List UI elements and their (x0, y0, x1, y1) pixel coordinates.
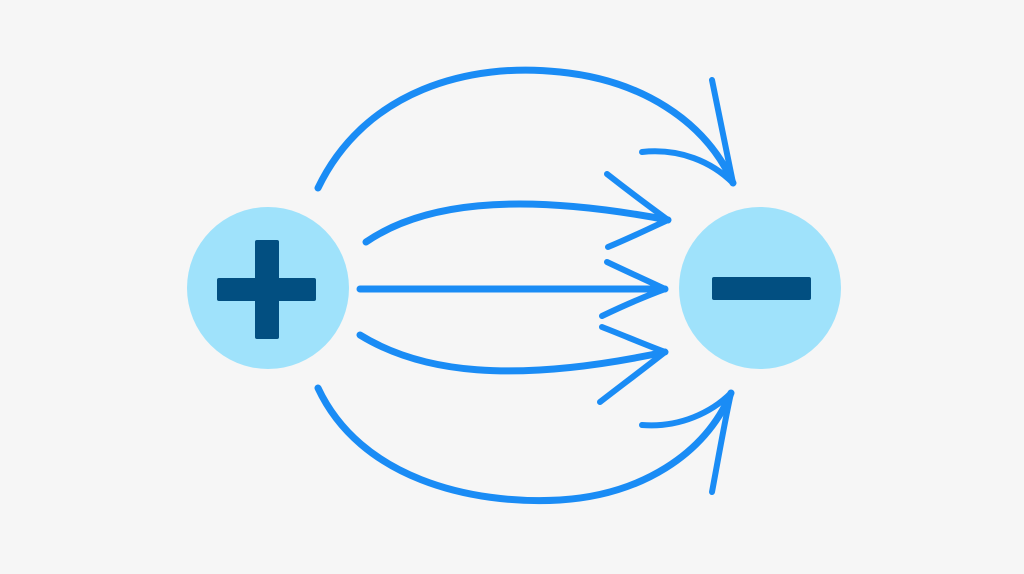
positive-charge (187, 207, 349, 369)
field-line-arrow (314, 66, 737, 192)
field-line-arrow (362, 171, 672, 250)
negative-charge (679, 207, 841, 369)
minus-icon (712, 277, 811, 300)
field-line-arrow (314, 384, 735, 505)
field-line-arrow (356, 324, 669, 405)
field-line-arrow (356, 259, 669, 319)
plus-icon (217, 240, 316, 339)
field-lines-group (314, 66, 737, 505)
